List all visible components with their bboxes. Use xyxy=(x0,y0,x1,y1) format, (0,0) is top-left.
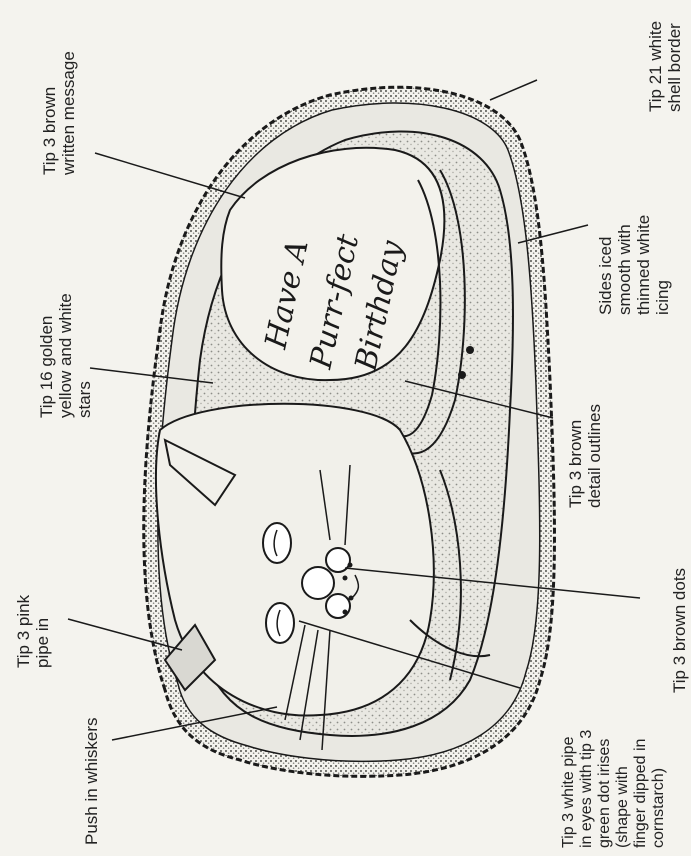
label-tip3-detail-outlines: Tip 3 brown detail outlines xyxy=(566,404,604,508)
label-tip21-shell-border: Tip 21 white shell border xyxy=(646,21,684,112)
label-tip3-white-eyes: Tip 3 white pipe in eyes with tip 3 gree… xyxy=(560,730,668,848)
eye-upper xyxy=(263,523,291,563)
label-tip3-pink: Tip 3 pink pipe in xyxy=(14,595,52,668)
label-tip3-written-message: Tip 3 brown written message xyxy=(40,51,78,175)
label-tip16-stars: Tip 16 golden yellow and white stars xyxy=(37,293,94,418)
label-sides-iced: Sides iced smooth with thinned white ici… xyxy=(596,215,672,315)
muzzle xyxy=(302,567,334,599)
label-tip3-dots: Tip 3 brown dots xyxy=(670,568,689,693)
label-push-whiskers: Push in whiskers xyxy=(82,717,101,845)
eye-lower xyxy=(266,603,294,643)
